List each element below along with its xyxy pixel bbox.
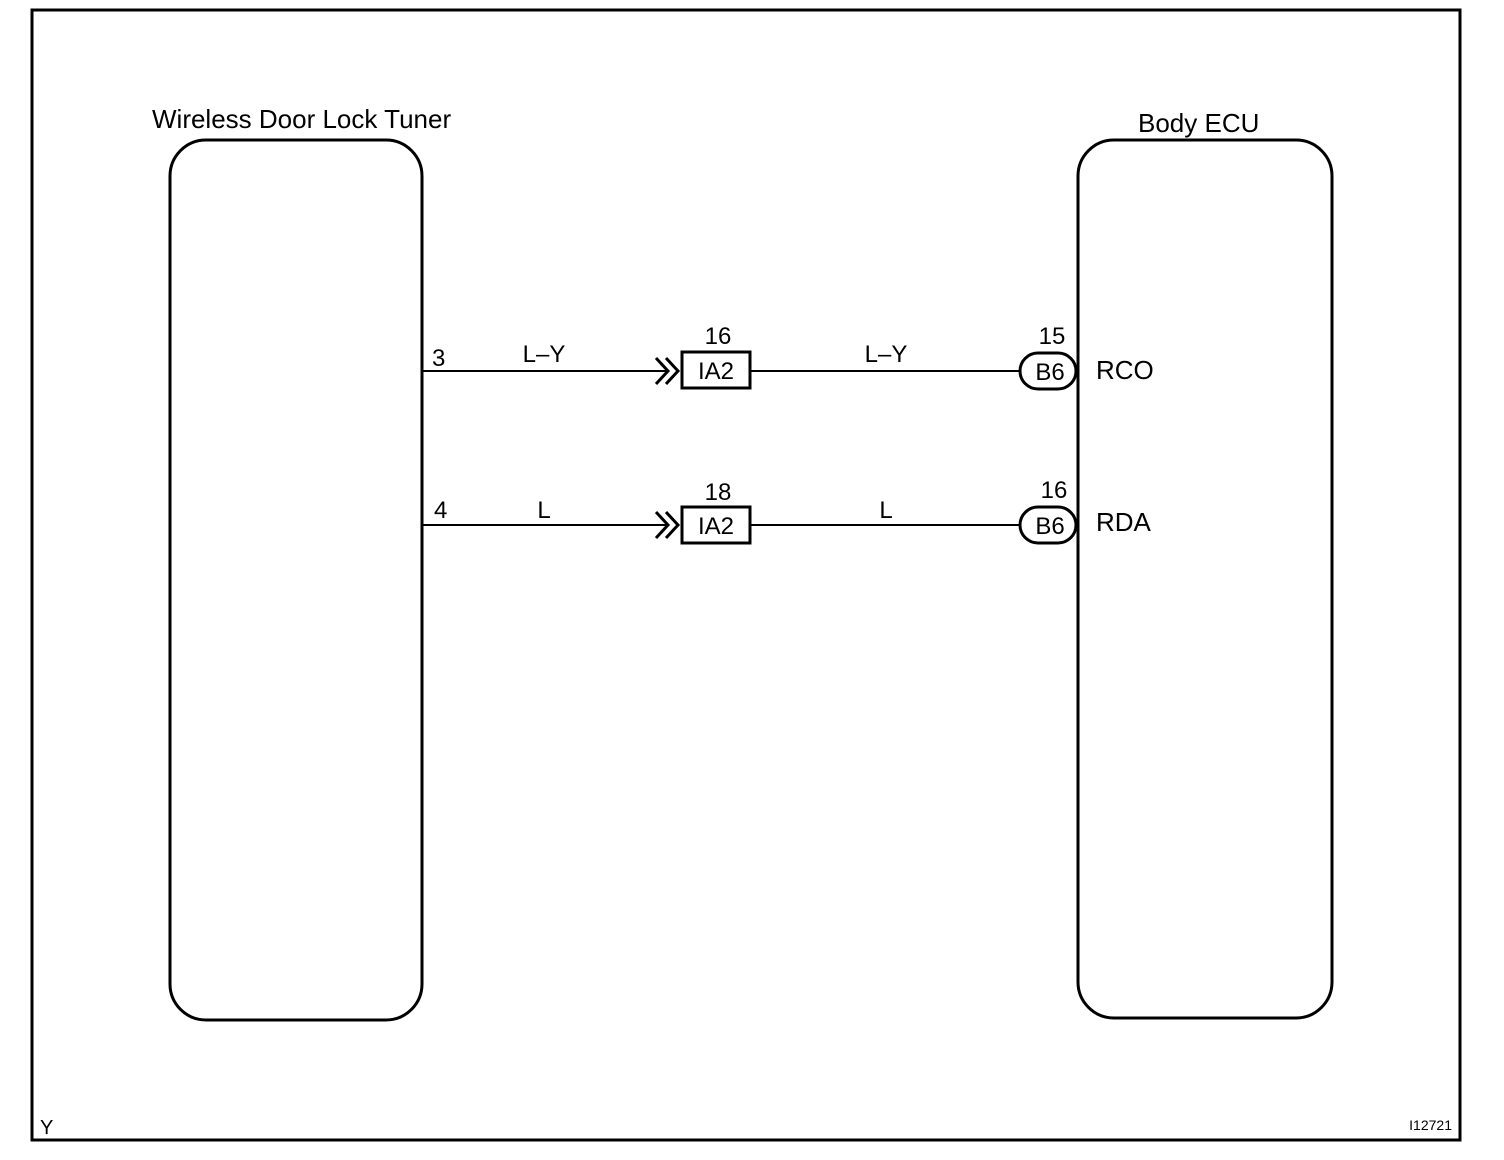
wire-rda-signal: RDA (1096, 507, 1152, 537)
wire-rco-signal: RCO (1096, 355, 1154, 385)
wire-rco-junction-box (680, 350, 752, 390)
wire-rda-ecu-connector (1018, 505, 1078, 545)
wire-rco-ecu-pin: 15 (1039, 323, 1066, 350)
wire-rco-tuner-pin: 3 (432, 345, 445, 372)
wire-rda-ecu-pin: 16 (1041, 477, 1068, 504)
wire-rda-junction-pin: 18 (705, 479, 732, 506)
wire-rco-connector-chevron (654, 356, 681, 386)
tuner-title: Wireless Door Lock Tuner (152, 104, 451, 134)
wire-rco-junction-pin: 16 (705, 323, 732, 350)
ecu-title: Body ECU (1138, 108, 1259, 138)
wire-rda: IA2 18 B6 16 4 L L RDA (422, 477, 1152, 545)
corner-mark: Y (40, 1117, 53, 1139)
wire-rda-junction-box (680, 505, 752, 545)
wire-rda-color-right: L (879, 497, 892, 524)
figure-id: I12721 (1409, 1117, 1452, 1133)
wire-rco-ecu-connector-label: B6 (1035, 359, 1064, 386)
wire-rda-tuner-pin: 4 (434, 497, 447, 524)
wire-rda-color-left: L (537, 497, 550, 524)
body-ecu-box (1076, 138, 1334, 1020)
wire-rda-ecu-connector-label: B6 (1035, 513, 1064, 540)
wire-rda-junction-label: IA2 (698, 513, 734, 540)
diagram-frame (30, 8, 1462, 1142)
wire-rco: IA2 16 B6 15 3 L–Y L–Y RCO (422, 323, 1154, 391)
wire-rco-color-left: L–Y (523, 341, 566, 368)
wireless-door-lock-tuner-box (168, 138, 424, 1022)
wire-rco-ecu-connector (1018, 351, 1078, 391)
wire-rda-connector-chevron (654, 510, 681, 540)
wire-rco-color-right: L–Y (865, 341, 908, 368)
wire-rco-junction-label: IA2 (698, 358, 734, 385)
